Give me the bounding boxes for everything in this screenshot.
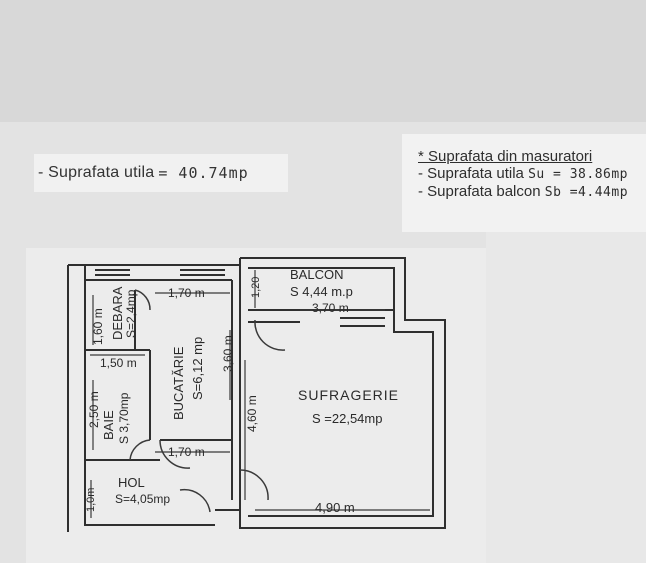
kitchen-area: S=6,12 mp <box>190 337 205 400</box>
door-swing-kitchen <box>159 439 191 469</box>
door-swing-balcony <box>254 319 286 351</box>
right-blank-area <box>486 232 646 563</box>
living-height-dim: 4,60 m <box>245 395 259 432</box>
baie-name: BAIE <box>101 410 116 440</box>
kitchen-bottom-dim: 1,70 m <box>168 445 205 459</box>
left-area-value: = 40.74mp <box>158 164 249 182</box>
notes-useful-label: - Suprafata utila <box>418 165 524 182</box>
plan-walls <box>67 257 446 532</box>
hol-name: HOL <box>118 475 145 490</box>
living-width-dim: 4,90 m <box>315 500 355 515</box>
notes-heading: * Suprafata din masuratori <box>418 148 593 165</box>
debara-dim: 1,60 m <box>91 308 105 345</box>
left-area-label: - Suprafata utila <box>38 164 155 181</box>
door-swing-entrance <box>179 488 211 513</box>
balcony-width: 3,70 m <box>312 301 349 315</box>
living-name: SUFRAGERIE <box>298 387 399 403</box>
notes-line-balcony: - Suprafata balcon Sb =4.44mp <box>418 183 646 201</box>
notes-balcony-label: - Suprafata balcon <box>418 183 541 200</box>
balcony-depth: 1,20 <box>250 277 262 298</box>
dimension-lines <box>90 270 430 518</box>
hol-dim: 1,0m <box>85 488 97 512</box>
door-swing-living <box>239 469 269 501</box>
baie-width-dim: 1,50 m <box>100 356 137 370</box>
balcony-area: S 4,44 m.p <box>290 284 353 299</box>
debara-area: S=2,4mp <box>124 289 138 338</box>
debara-name: DEBARA <box>110 286 125 340</box>
door-swing-baie <box>129 439 151 461</box>
hol-area: S=4,05mp <box>115 492 170 506</box>
inner-wall-right <box>248 267 434 517</box>
door-swings <box>129 289 286 513</box>
kitchen-height-dim: 3,60 m <box>221 335 235 372</box>
notes-balcony-value: Sb =4.44mp <box>544 185 629 200</box>
top-background-band <box>0 0 646 122</box>
kitchen-name: BUCATĂRIE <box>171 346 186 420</box>
door-swing-debara <box>134 289 151 311</box>
measurement-notes: * Suprafata din masuratori - Suprafata u… <box>402 134 646 232</box>
living-area: S =22,54mp <box>312 411 382 426</box>
baie-height-dim: 2,50 m <box>87 391 101 428</box>
baie-area: S 3,70mp <box>117 392 131 444</box>
left-area-note: - Suprafata utila = 40.74mp <box>34 154 288 192</box>
kitchen-top-dim: 1,70 m <box>168 286 205 300</box>
outer-wall-right <box>239 257 446 529</box>
balcony-name: BALCON <box>290 267 343 282</box>
notes-line-useful: - Suprafata utila Su = 38.86mp <box>418 165 646 183</box>
notes-useful-value: Su = 38.86mp <box>528 167 628 182</box>
